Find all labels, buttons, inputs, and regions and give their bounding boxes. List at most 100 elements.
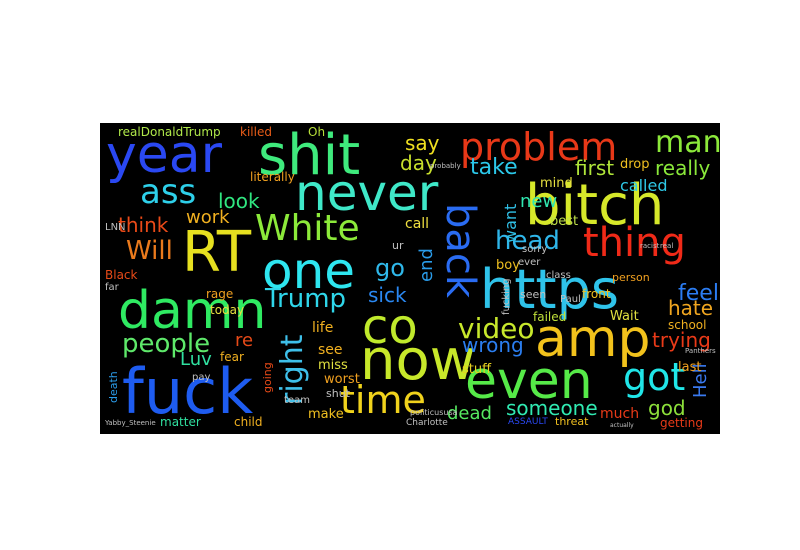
word-someone: someone <box>506 396 598 420</box>
word-real: real <box>660 242 674 250</box>
word-call: call <box>405 216 430 232</box>
word-today: today <box>210 303 245 317</box>
word-death: death <box>107 371 120 403</box>
word-called: called <box>620 176 668 195</box>
word-new: new <box>520 191 558 212</box>
word-worst: worst <box>324 372 360 387</box>
word-last: last <box>678 360 702 375</box>
word-back: back <box>437 203 483 299</box>
word-really: really <box>655 156 711 180</box>
word-thing: thing <box>583 220 686 266</box>
word-much: much <box>600 406 640 422</box>
word-racist: racist <box>640 242 660 250</box>
word-ur: ur <box>392 239 404 252</box>
word-shut: shut <box>326 387 350 400</box>
word-going: going <box>261 362 274 393</box>
word-Wait: Wait <box>610 309 639 324</box>
word-LNN: LNN <box>105 222 126 233</box>
word-work: work <box>186 207 230 228</box>
word-amp: amp <box>535 309 651 369</box>
word-think: think <box>118 213 169 237</box>
word-far: far <box>105 282 119 293</box>
word-hate: hate <box>668 296 714 320</box>
word-fucking: fucking <box>501 278 512 315</box>
word-White: White <box>255 208 360 249</box>
word-mind: mind <box>540 176 573 191</box>
word-say: say <box>405 131 440 155</box>
word-take: take <box>470 155 518 180</box>
word-sorry: sorry <box>522 244 548 255</box>
word-problem: problem <box>460 125 618 169</box>
word-https: https <box>480 258 619 321</box>
word-literally: literally <box>250 170 295 184</box>
word-shit: shit <box>258 123 361 188</box>
word-getting: getting <box>660 416 703 430</box>
word-child: child <box>234 415 263 429</box>
word-ASSAULT: ASSAULT <box>508 417 548 427</box>
word-rage: rage <box>206 287 234 301</box>
word-dead: dead <box>447 403 492 424</box>
word-bitch: bitch <box>525 173 665 238</box>
word-now: now <box>360 328 476 393</box>
word-day: day <box>400 151 437 175</box>
word-pay: pay <box>192 372 211 383</box>
word-threat: threat <box>555 415 589 428</box>
word-RT: RT <box>182 220 252 285</box>
word-end: end <box>416 248 437 282</box>
word-boy: boy <box>496 258 520 273</box>
word-trying: trying <box>652 328 711 352</box>
word-Charlotte: Charlotte <box>406 418 448 428</box>
word-killed: killed <box>240 125 272 139</box>
word-ass: ass <box>140 172 197 212</box>
word-Will: Will <box>126 236 173 266</box>
word-sick: sick <box>368 283 407 307</box>
word-even: even <box>465 351 593 411</box>
word-first: first <box>575 156 615 180</box>
word-best: best <box>550 214 579 229</box>
word-Luv: Luv <box>180 349 212 370</box>
word-probably: probably <box>430 162 461 170</box>
word-go: go <box>375 254 405 282</box>
word-fuck: fuck <box>122 355 254 428</box>
word-want: want <box>501 203 520 243</box>
word-one: one <box>262 242 356 300</box>
word-got: got <box>623 355 686 399</box>
word-politicususa: politicususa <box>410 408 458 417</box>
word-Trump: Trump <box>265 284 347 314</box>
word-life: life <box>312 320 334 336</box>
word-realDonaldTrump: realDonaldTrump <box>118 125 221 139</box>
word-Panthers: Panthers <box>685 347 716 355</box>
word-people: people <box>122 329 211 359</box>
word-man: man <box>655 125 720 160</box>
word-person: person <box>612 271 650 284</box>
word-actually: actually <box>610 422 634 429</box>
word-Yabby_Steenie: Yabby_Steenie <box>105 419 156 427</box>
word-never: never <box>295 164 439 222</box>
word-Paul: Paul <box>560 294 581 305</box>
word-Oh: Oh <box>308 125 326 139</box>
word-see: see <box>318 342 343 358</box>
word-video: video <box>458 312 535 345</box>
word-god: god <box>648 396 686 420</box>
word-class: class <box>546 270 571 281</box>
word-wrong: wrong <box>462 333 524 357</box>
word-seen: seen <box>520 288 547 301</box>
word-make: make <box>308 407 344 422</box>
word-stuff: stuff <box>462 362 492 377</box>
word-time: time <box>340 378 426 422</box>
word-fear: fear <box>220 350 244 364</box>
word-school: school <box>668 318 707 332</box>
word-look: look <box>218 189 260 213</box>
word-re: re <box>235 330 254 351</box>
word-co: co <box>362 299 418 355</box>
word-feel: feel <box>678 281 719 306</box>
word-Black: Black <box>105 268 138 282</box>
word-year: year <box>106 125 223 185</box>
word-front: front <box>582 287 611 301</box>
word-team: team <box>284 395 310 406</box>
word-matter: matter <box>160 415 201 429</box>
word-cloud: https bitch fuck shit damn year never am… <box>100 123 720 434</box>
word-ever: ever <box>518 257 541 268</box>
word-damn: damn <box>118 281 267 341</box>
word-miss: miss <box>318 358 348 373</box>
